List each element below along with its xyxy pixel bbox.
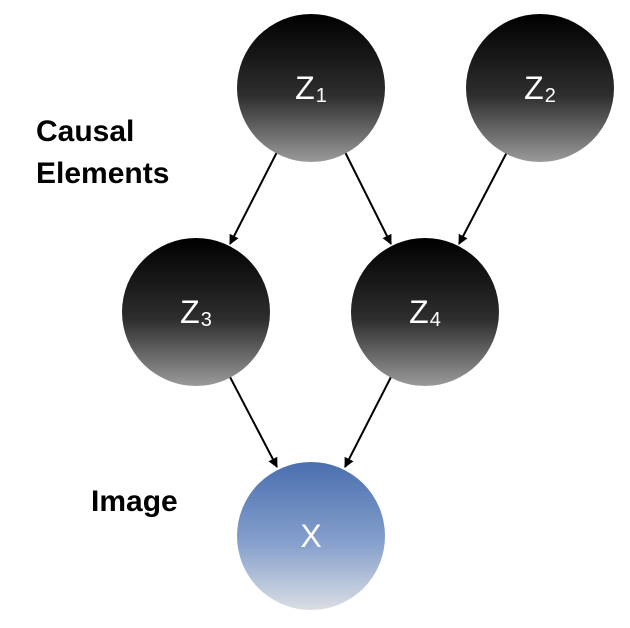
edge-z2-to-z4 (458, 151, 508, 245)
image-label: Image (91, 485, 178, 518)
causal-elements-label-line1: Causal (36, 115, 135, 148)
edge-z3-to-x (229, 376, 278, 468)
node-z4-subscript: 4 (429, 308, 441, 331)
edge-z4-to-x (344, 376, 392, 468)
node-x-symbol: X (300, 517, 322, 554)
causal-elements-label-line2: Elements (36, 157, 170, 190)
node-z2-subscript: 2 (544, 84, 556, 107)
node-z2-symbol: Z (524, 69, 544, 106)
node-x: X (237, 462, 385, 610)
node-z1-subscript: 1 (315, 84, 327, 107)
edge-z1-to-z4 (344, 151, 392, 245)
edge-z1-to-z3 (229, 151, 278, 245)
node-z4-symbol: Z (409, 293, 429, 330)
causal-elements-label: Causal Elements (36, 111, 226, 195)
node-z1-symbol: Z (295, 69, 315, 106)
node-z3-subscript: 3 (200, 308, 212, 331)
node-z3-symbol: Z (180, 293, 200, 330)
